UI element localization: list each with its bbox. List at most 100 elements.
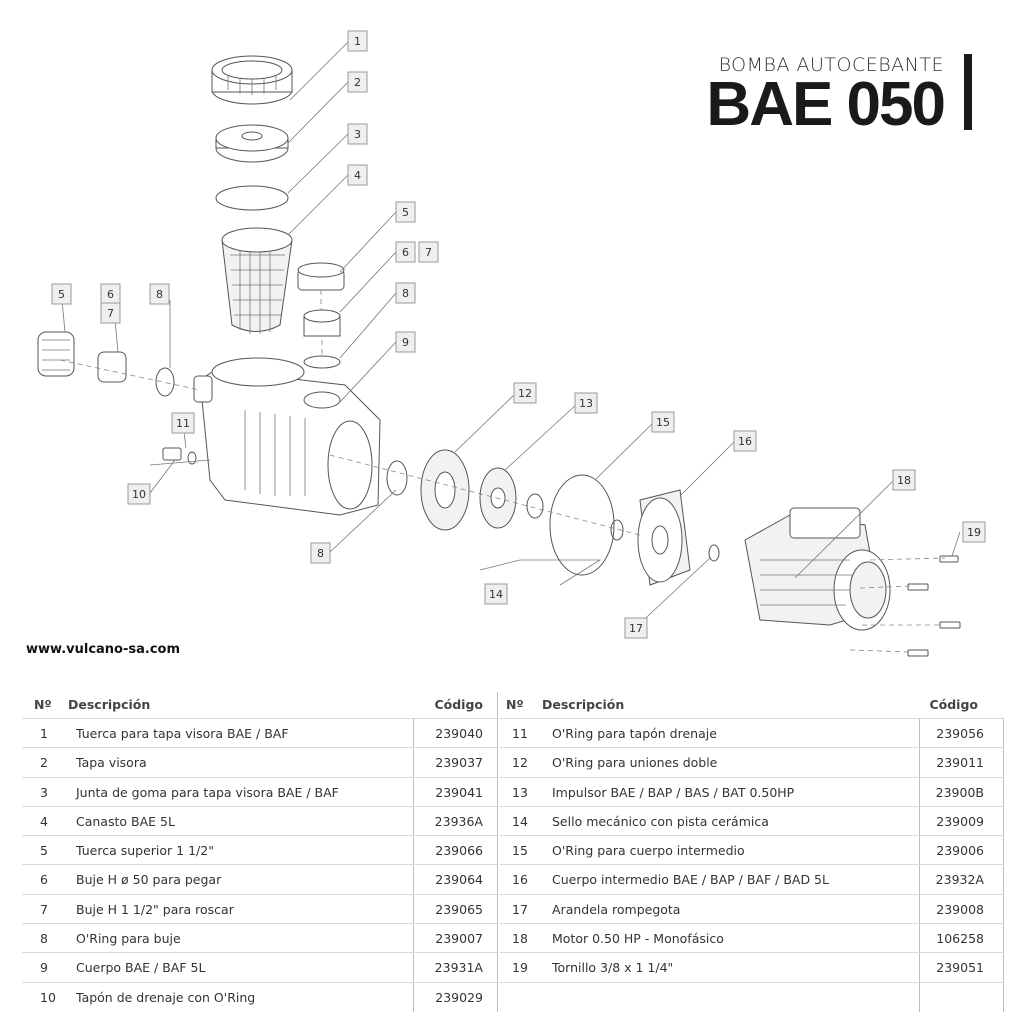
row-desc: Canasto BAE 5L: [76, 813, 175, 829]
part-4-basket: [221, 227, 293, 334]
callout-6-left: 6: [100, 283, 121, 305]
svg-text:11: 11: [176, 417, 190, 430]
row-code: 23900B: [935, 784, 984, 800]
header-code: Código: [929, 697, 978, 712]
part-6-7-bushing-upper: [303, 309, 341, 337]
part-5-nut-upper: [297, 262, 345, 291]
callout-2: 2: [347, 71, 368, 93]
part-6-7-bushing-left: [97, 351, 127, 383]
callout-leaders: [61, 41, 961, 629]
row-num: 19: [512, 960, 528, 976]
svg-text:6: 6: [107, 288, 114, 301]
row-desc: Arandela rompegota: [552, 901, 681, 917]
svg-text:6: 6: [402, 246, 409, 259]
row-desc: O'Ring para cuerpo intermedio: [552, 843, 745, 859]
svg-text:1: 1: [354, 35, 361, 48]
row-desc: Tuerca superior 1 1/2": [76, 843, 214, 859]
callout-8-upper: 8: [395, 282, 416, 304]
exploded-parts-diagram: 1 2 3 4 5 6 7 8 9 10 11 12 13 14 15 16 1…: [37, 30, 986, 657]
header-num: Nº: [34, 697, 52, 712]
part-8-oring-left: [155, 367, 175, 397]
part-5-nut-left: [37, 331, 75, 377]
part-8-oring-upper: [303, 355, 341, 369]
part-14-seal: [479, 493, 602, 586]
brand-subtitle: BOMBA AUTOCEBANTE: [718, 54, 944, 76]
svg-text:19: 19: [967, 526, 981, 539]
callout-15: 15: [651, 411, 675, 433]
svg-text:16: 16: [738, 435, 752, 448]
row-num: 7: [40, 901, 48, 917]
row-num: 12: [512, 755, 528, 771]
row-code: 106258: [936, 931, 984, 947]
callout-10: 10: [127, 483, 151, 505]
row-code: 239007: [435, 931, 483, 947]
callout-3: 3: [347, 123, 368, 145]
header-desc: Descripción: [68, 697, 151, 712]
row-code: 239066: [435, 843, 483, 859]
table-row: 5 Tuerca superior 1 1/2" 239066: [22, 835, 497, 864]
callout-8-lower: 8: [310, 542, 331, 564]
row-num: 13: [512, 784, 528, 800]
part-18-motor: [744, 507, 891, 631]
callout-5-upper: 5: [395, 201, 416, 223]
row-desc: Cuerpo intermedio BAE / BAP / BAF / BAD …: [552, 872, 829, 888]
part-9-pump-body: [193, 357, 381, 516]
row-num: 14: [512, 813, 528, 829]
part-19-bolts: [907, 555, 961, 657]
part-17-washer: [708, 544, 720, 562]
svg-text:15: 15: [656, 416, 670, 429]
callout-6-upper: 6: [395, 241, 416, 263]
part-2-lid: [215, 124, 289, 163]
part-10-11-drain: [149, 447, 211, 466]
row-code: 239008: [936, 901, 984, 917]
row-code: 23931A: [434, 960, 483, 976]
callout-1: 1: [347, 30, 368, 52]
svg-text:10: 10: [132, 488, 146, 501]
callout-8-left: 8: [149, 283, 170, 305]
part-16-intermediate-body: [637, 489, 691, 586]
row-code: 239011: [936, 755, 984, 771]
row-num: 16: [512, 872, 528, 888]
callout-7-upper: 7: [418, 241, 439, 263]
part-12-diffuser: [420, 449, 470, 531]
svg-text:2: 2: [354, 76, 361, 89]
header-desc: Descripción: [542, 697, 625, 712]
row-code: 239029: [435, 989, 483, 1005]
row-num: 15: [512, 843, 528, 859]
row-num: 5: [40, 843, 48, 859]
row-desc: Sello mecánico con pista cerámica: [552, 813, 769, 829]
website-url[interactable]: www.vulcano-sa.com: [26, 642, 181, 657]
row-num: 4: [40, 813, 48, 829]
part-3-gasket: [215, 185, 289, 211]
row-num: 8: [40, 931, 48, 947]
svg-text:5: 5: [402, 206, 409, 219]
svg-text:12: 12: [518, 387, 532, 400]
brand-header: BOMBA AUTOCEBANTE BAE 050: [706, 54, 998, 136]
table-header-right: Nº Descripción Código: [500, 692, 1004, 718]
callout-12: 12: [513, 382, 537, 404]
row-desc: O'Ring para tapón drenaje: [552, 726, 717, 741]
brand-divider-bar: [964, 54, 972, 130]
svg-text:8: 8: [402, 287, 409, 300]
callout-9: 9: [395, 331, 416, 353]
table-header-left: Nº Descripción Código: [22, 692, 497, 718]
callout-17: 17: [624, 617, 648, 639]
svg-text:17: 17: [629, 622, 643, 635]
svg-text:3: 3: [354, 128, 361, 141]
row-num: 18: [512, 931, 528, 947]
table-row: 4 Canasto BAE 5L 23936A: [22, 805, 497, 835]
row-code: 23936A: [434, 813, 483, 829]
row-num: 9: [40, 960, 48, 976]
